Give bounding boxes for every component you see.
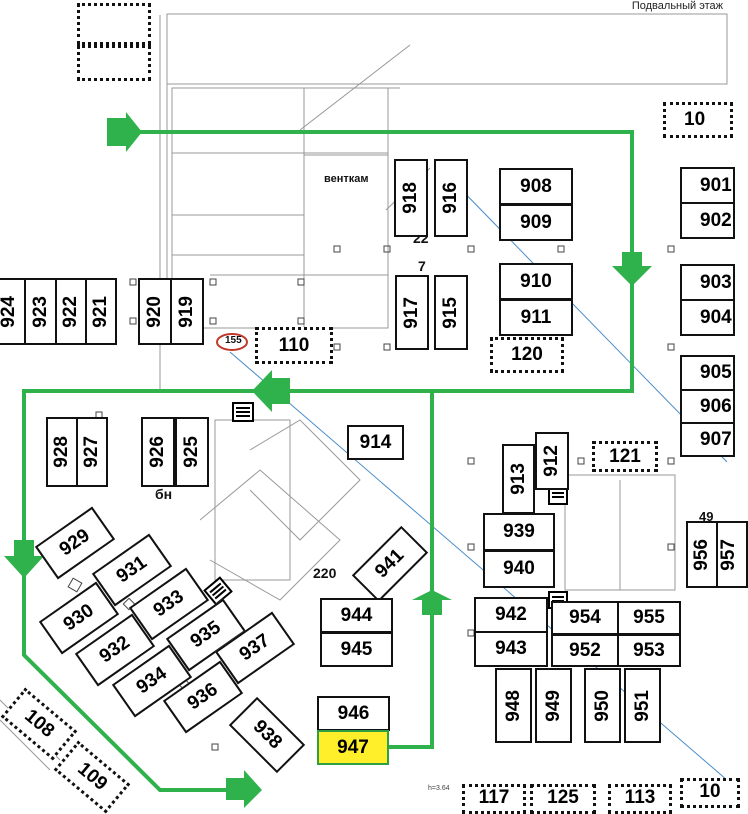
- storage-cell-918[interactable]: 918: [394, 159, 428, 237]
- cell-label: 957: [718, 538, 739, 571]
- route-arrow-right-icon: [226, 770, 262, 808]
- storage-cell-951[interactable]: 951: [624, 668, 661, 743]
- ventcam-label: венткам: [324, 173, 369, 185]
- storage-cell-927[interactable]: 927: [76, 417, 108, 487]
- storage-cell-953[interactable]: 953: [617, 634, 681, 667]
- storage-cell-948[interactable]: 948: [495, 668, 532, 743]
- cell-label: 951: [631, 689, 653, 722]
- storage-cell-955[interactable]: 955: [617, 601, 681, 635]
- storage-cell-917[interactable]: 917: [395, 275, 429, 350]
- cell-label: 923: [29, 295, 51, 328]
- storage-cell-912[interactable]: 912: [535, 432, 569, 490]
- storage-cell-925[interactable]: 925: [175, 417, 209, 487]
- storage-cell-939[interactable]: 939: [483, 513, 555, 551]
- storage-cell-902[interactable]: 902: [680, 202, 735, 239]
- storage-cell-947-highlighted[interactable]: 947: [317, 730, 389, 765]
- storage-cell-945[interactable]: 945: [320, 632, 393, 667]
- storage-cell-120[interactable]: 120: [490, 337, 564, 373]
- scale-note: h=3.64: [428, 785, 450, 792]
- storage-cell-940[interactable]: 940: [483, 550, 555, 588]
- ellipse-155-label: 155: [225, 335, 242, 346]
- storage-cell-913[interactable]: 913: [502, 444, 535, 514]
- label-bn: бн: [155, 486, 173, 502]
- route-arrow-down-icon: [612, 252, 652, 286]
- cell-label: 918: [400, 182, 421, 214]
- storage-cell-125[interactable]: 125: [530, 784, 596, 814]
- storage-cell-950[interactable]: 950: [584, 668, 621, 743]
- cell-label: 915: [440, 296, 461, 329]
- storage-cell-10x[interactable]: 10: [663, 102, 733, 138]
- storage-cell-923[interactable]: 923: [24, 278, 57, 345]
- stairs-icon: [203, 576, 233, 606]
- storage-cell-942[interactable]: 942: [474, 597, 548, 633]
- storage-cell-906[interactable]: 906: [680, 389, 735, 424]
- storage-cell-904[interactable]: 904: [680, 299, 735, 336]
- storage-cell-944[interactable]: 944: [320, 598, 393, 633]
- cell-label: 949: [542, 689, 564, 722]
- route-arrow-up-icon: [412, 590, 452, 615]
- route-arrow-down-icon: [4, 540, 44, 578]
- storage-cell-952[interactable]: 952: [551, 634, 619, 667]
- ellipse-155-marker: [216, 333, 248, 351]
- storage-cell-926[interactable]: 926: [141, 417, 175, 487]
- storage-cell-909[interactable]: 909: [499, 204, 573, 241]
- cell-label: 926: [147, 436, 168, 468]
- cell-label: 917: [401, 296, 422, 329]
- storage-cell-10b[interactable]: 10: [680, 778, 740, 808]
- storage-cell-920[interactable]: 920: [138, 278, 172, 345]
- storage-cell-957[interactable]: 957: [716, 521, 748, 588]
- storage-cell-946[interactable]: 946: [317, 696, 390, 731]
- storage-cell-905[interactable]: 905: [680, 355, 735, 391]
- storage-cell-921[interactable]: 921: [85, 278, 117, 345]
- storage-cell-914[interactable]: 914: [347, 425, 404, 460]
- cell-label: 956: [691, 538, 712, 571]
- storage-cell-911[interactable]: 911: [499, 299, 573, 336]
- storage-frame-top[interactable]: [77, 45, 151, 81]
- cell-label: 919: [176, 295, 197, 328]
- storage-cell-922[interactable]: 922: [55, 278, 87, 345]
- cell-label: 916: [440, 182, 461, 214]
- cell-label: 921: [90, 295, 111, 328]
- floor-label: Подвальный этаж: [631, 0, 723, 12]
- cell-label: 922: [60, 295, 81, 328]
- cell-label: 925: [181, 436, 202, 468]
- storage-cell-113[interactable]: 113: [608, 784, 672, 814]
- cell-label: 913: [507, 463, 529, 495]
- cell-label: 924: [0, 295, 19, 328]
- storage-cell-908[interactable]: 908: [499, 168, 573, 205]
- storage-cell-928[interactable]: 928: [46, 417, 78, 487]
- floor-plan-map: [0, 13, 728, 808]
- label-7: 7: [418, 258, 426, 274]
- storage-cell-954[interactable]: 954: [551, 601, 619, 635]
- storage-cell-903[interactable]: 903: [680, 264, 735, 301]
- support-columns: [67, 245, 675, 751]
- cell-label: 920: [144, 295, 165, 328]
- cell-label: 912: [541, 445, 562, 477]
- route-arrows: [4, 112, 652, 808]
- storage-cell-956[interactable]: 956: [686, 521, 718, 588]
- route-arrow-left-icon: [252, 370, 290, 412]
- cell-label: 948: [502, 689, 524, 722]
- storage-cell-916[interactable]: 916: [434, 159, 468, 237]
- storage-cell-121[interactable]: 121: [592, 441, 658, 472]
- label-49: 49: [699, 509, 714, 524]
- storage-cell-910[interactable]: 910: [499, 263, 573, 300]
- cell-label: 927: [81, 436, 102, 468]
- storage-cell-943[interactable]: 943: [474, 631, 548, 667]
- cell-label: 950: [591, 689, 613, 722]
- route-arrow-right-icon: [107, 112, 142, 152]
- storage-frame-top[interactable]: [77, 3, 151, 45]
- evacuation-route: [22, 130, 634, 792]
- storage-cell-110[interactable]: 110: [255, 327, 333, 364]
- storage-cell-915[interactable]: 915: [434, 275, 468, 350]
- label-220: 220: [313, 565, 337, 581]
- storage-cell-924[interactable]: 924: [0, 278, 26, 345]
- storage-cell-919[interactable]: 919: [170, 278, 204, 345]
- storage-cell-901[interactable]: 901: [680, 167, 735, 204]
- cell-label: 928: [51, 436, 72, 468]
- storage-cell-949[interactable]: 949: [535, 668, 572, 743]
- storage-cell-117[interactable]: 117: [462, 784, 526, 814]
- storage-cell-907[interactable]: 907: [680, 422, 735, 457]
